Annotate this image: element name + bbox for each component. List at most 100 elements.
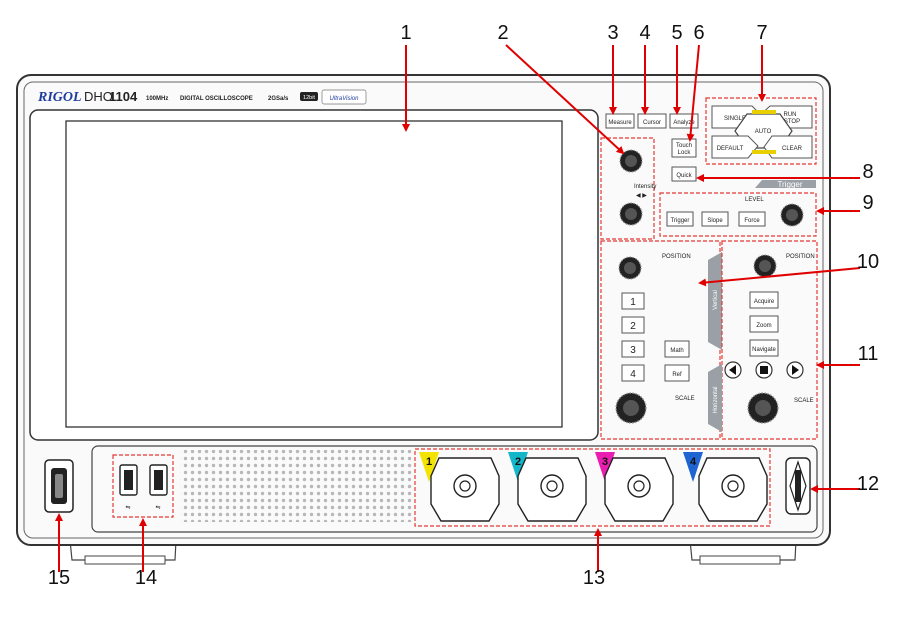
channel-number: 3 bbox=[602, 456, 608, 468]
channel-color-tag bbox=[683, 452, 703, 482]
callout-label-1: 1 bbox=[400, 22, 412, 44]
callout-label-4: 4 bbox=[639, 22, 651, 44]
model-number: 1104 bbox=[109, 89, 138, 104]
navigate-stop-button[interactable] bbox=[755, 361, 773, 379]
vertical-section: Vertical POSITION 1 2 3 4 Math Ref SCALE bbox=[600, 240, 722, 440]
probe-compensation-terminal[interactable] bbox=[785, 457, 811, 515]
ch2-button[interactable] bbox=[621, 316, 645, 334]
callout-label-15: 15 bbox=[47, 567, 71, 589]
ch1-label: 1 bbox=[630, 297, 636, 308]
power-button[interactable] bbox=[44, 459, 74, 513]
callout-label-14: 14 bbox=[134, 567, 158, 589]
default-label: DEFAULT bbox=[717, 146, 744, 152]
multipurpose-knob-b[interactable] bbox=[619, 202, 643, 226]
trigger-section-title: Trigger bbox=[777, 180, 802, 189]
usb-icon: ⇋ bbox=[125, 504, 130, 511]
ref-button[interactable] bbox=[664, 364, 690, 382]
callout-arrow-10 bbox=[698, 267, 861, 287]
brand-header: RIGOL DHO 1104 100MHz DIGITAL OSCILLOSCO… bbox=[37, 89, 367, 105]
horizontal-position-label: POSITION bbox=[786, 254, 815, 260]
callout-label-8: 8 bbox=[862, 161, 874, 183]
touch-display[interactable] bbox=[29, 109, 599, 441]
touch-lock-label-1: Touch bbox=[676, 143, 692, 149]
cursor-label: Cursor bbox=[643, 120, 661, 126]
intensity-label: Intensity bbox=[634, 184, 656, 190]
channel-input-3[interactable]: 3 bbox=[595, 452, 674, 522]
measure-label: Measure bbox=[608, 120, 632, 126]
force-button[interactable] bbox=[738, 211, 766, 227]
trigger-section: Trigger LEVEL Trigger Slope Force bbox=[659, 180, 817, 237]
multipurpose-knob-a[interactable] bbox=[619, 149, 643, 173]
ch3-button[interactable] bbox=[621, 340, 645, 358]
trigger-level-knob[interactable] bbox=[780, 203, 804, 227]
quick-label: Quick bbox=[676, 173, 692, 179]
horizontal-position-knob[interactable] bbox=[753, 254, 777, 278]
bandwidth-label: 100MHz bbox=[146, 96, 168, 102]
multipurpose-knobs-area bbox=[600, 137, 655, 240]
callout-arrow-6 bbox=[686, 44, 700, 142]
horizontal-scale-knob[interactable] bbox=[747, 392, 779, 424]
touch-lock-button[interactable] bbox=[671, 138, 697, 158]
navigate-right-button[interactable] bbox=[786, 361, 804, 379]
channel-color-tag bbox=[508, 452, 528, 482]
callout-label-2: 2 bbox=[497, 22, 509, 44]
channel-inputs: 1 2 3 4 bbox=[419, 452, 768, 522]
channel-inputs-area bbox=[414, 448, 771, 527]
clear-label: CLEAR bbox=[782, 146, 803, 152]
channel-input-2[interactable]: 2 bbox=[508, 452, 587, 522]
slope-label: Slope bbox=[707, 218, 723, 224]
math-button[interactable] bbox=[664, 340, 690, 358]
callout-label-3: 3 bbox=[607, 22, 619, 44]
navigate-left-button[interactable] bbox=[724, 361, 742, 379]
ch3-label: 3 bbox=[630, 345, 636, 356]
horizontal-section: Horizontal POSITION Acquire Zoom Navigat… bbox=[708, 240, 818, 440]
vertical-scale-knob[interactable] bbox=[615, 392, 647, 424]
usb-port-2[interactable] bbox=[149, 464, 168, 496]
touch-lock-label-2: Lock bbox=[678, 150, 692, 156]
callout-label-5: 5 bbox=[671, 22, 683, 44]
function-buttons: Measure Cursor Analyze Touch Lock Quick bbox=[605, 113, 699, 182]
ch1-button[interactable] bbox=[621, 292, 645, 310]
channel-number: 2 bbox=[515, 456, 521, 468]
channel-color-tag bbox=[595, 452, 615, 482]
vertical-position-label: POSITION bbox=[662, 254, 691, 260]
ref-label: Ref bbox=[672, 372, 682, 378]
channel-input-1[interactable]: 1 bbox=[419, 452, 500, 522]
single-label: SINGLE bbox=[724, 116, 746, 122]
sample-rate-label: 2GSa/s bbox=[268, 96, 289, 102]
vent-grille bbox=[180, 450, 413, 522]
device-type-label: DIGITAL OSCILLOSCOPE bbox=[180, 96, 253, 102]
trigger-level-label: LEVEL bbox=[745, 197, 764, 203]
acquire-label: Acquire bbox=[754, 299, 775, 305]
zoom-button[interactable] bbox=[749, 315, 779, 333]
callout-label-10: 10 bbox=[856, 251, 880, 273]
model-prefix: DHO bbox=[84, 89, 113, 104]
acquire-button[interactable] bbox=[749, 291, 779, 309]
vertical-position-knob[interactable] bbox=[618, 256, 642, 280]
horizontal-tab-label: Horizontal bbox=[713, 386, 719, 413]
slope-button[interactable] bbox=[701, 211, 729, 227]
horizontal-scale-label: SCALE bbox=[794, 398, 814, 404]
brand-logo: RIGOL bbox=[37, 90, 82, 105]
auto-label: AUTO bbox=[755, 129, 772, 135]
usb-icon: ⇋ bbox=[155, 504, 160, 511]
math-label: Math bbox=[670, 348, 683, 354]
run-control-keys: SINGLE RUN STOP AUTO DEFAULT CLEAR bbox=[711, 105, 813, 159]
usb-port-1[interactable] bbox=[119, 464, 138, 496]
run-stop-label-1: RUN bbox=[784, 112, 797, 118]
channel-number: 4 bbox=[690, 456, 697, 468]
callout-label-6: 6 bbox=[693, 22, 705, 44]
vertical-scale-label: SCALE bbox=[675, 396, 695, 402]
callout-arrow-2 bbox=[505, 44, 625, 155]
channel-input-4[interactable]: 4 bbox=[683, 452, 768, 522]
measure-button[interactable] bbox=[605, 113, 635, 129]
navigate-button[interactable] bbox=[749, 339, 779, 357]
ultravision-logo: UltraVision bbox=[330, 96, 360, 102]
ch4-button[interactable] bbox=[621, 364, 645, 382]
cursor-button[interactable] bbox=[637, 113, 667, 129]
force-label: Force bbox=[744, 218, 760, 224]
ch4-label: 4 bbox=[630, 369, 636, 380]
trigger-button[interactable] bbox=[666, 211, 694, 227]
